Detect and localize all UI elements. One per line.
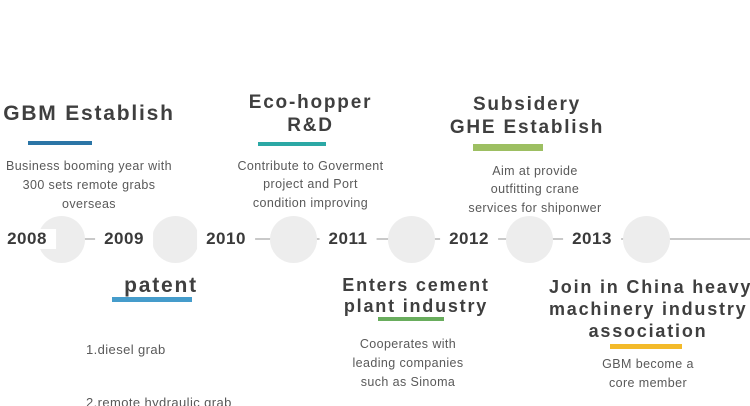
milestone-title: GBM Establish [3, 102, 175, 125]
accent-underline [258, 141, 326, 146]
timeline-year-2012: 2012 [440, 229, 498, 249]
milestone-description: Cooperates with leading companies such a… [352, 337, 464, 389]
milestone-description: Aim at provide outfitting crane services… [468, 163, 602, 216]
milestone-join-china-heavy-machinery: Join in China heavy machinery industry a… [549, 277, 750, 392]
accent-underline [473, 143, 543, 151]
timeline-node-circle-4 [388, 216, 435, 263]
patent-item: 2.remote hydraulic grab [86, 394, 232, 406]
milestone-patent: patent 1.diesel grab 2.remote hydraulic … [86, 274, 236, 406]
patent-item-list: 1.diesel grab 2.remote hydraulic grab [86, 306, 236, 406]
timeline-year-2010: 2010 [197, 229, 255, 249]
milestone-description: Contribute to Goverment project and Port… [237, 158, 384, 211]
timeline-year-2009: 2009 [95, 229, 153, 249]
milestone-title: Eco-hopper R&D [248, 92, 373, 136]
accent-underline [378, 317, 444, 322]
patent-item: 1.diesel grab [86, 342, 166, 358]
timeline-node-circle-3 [270, 216, 317, 263]
milestone-enters-cement-plant-industry: Enters cement plant industry Cooperates … [337, 275, 495, 392]
milestone-eco-hopper-rd: Eco-hopper R&D Contribute to Goverment p… [228, 92, 393, 213]
milestone-title: Join in China heavy machinery industry a… [549, 277, 750, 341]
milestone-description: GBM become a core member [602, 356, 694, 390]
timeline-node-circle-6 [623, 216, 670, 263]
milestone-title: patent [124, 274, 198, 297]
milestone-title: Enters cement plant industry [342, 275, 490, 316]
timeline-node-circle-5 [506, 216, 553, 263]
accent-underline [112, 297, 192, 303]
milestone-description: Business booming year with 300 sets remo… [5, 159, 173, 211]
milestone-gbm-establish: GBM Establish Business booming year with… [0, 102, 178, 213]
accent-underline [28, 141, 92, 146]
accent-underline [610, 343, 682, 349]
timeline-year-2013: 2013 [563, 229, 621, 249]
timeline-year-2008: 2008 [0, 229, 56, 249]
milestone-title: Subsidery GHE Establish [449, 94, 605, 138]
milestone-subsidery-ghe-establish: Subsidery GHE Establish Aim at provide o… [432, 94, 622, 218]
timeline-year-2011: 2011 [319, 229, 377, 249]
timeline-node-circle-2 [152, 216, 199, 263]
